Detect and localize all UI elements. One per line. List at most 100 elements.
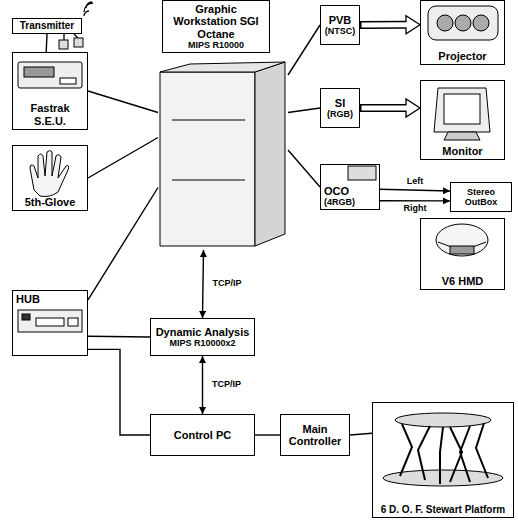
edge-label: Right	[403, 204, 428, 214]
connector	[88, 188, 158, 300]
connector	[202, 356, 203, 414]
connector	[88, 336, 150, 338]
node-title: Control PC	[174, 429, 231, 441]
device-box: Stereo OutBox	[450, 182, 512, 212]
connector-line	[380, 189, 450, 191]
connector-line	[255, 434, 280, 435]
connector	[46, 34, 48, 52]
node-title: HUB	[16, 293, 40, 305]
workstation: Graphic Workstation SGI OctaneMIPS R1000…	[158, 0, 288, 250]
node-subtitle: (NTSC)	[325, 26, 356, 36]
connector-line	[46, 34, 48, 52]
device-box: Monitor	[420, 80, 505, 160]
fastrak-panel	[24, 67, 54, 77]
radio-wave	[86, 2, 92, 8]
hmd-icon	[436, 224, 488, 256]
sensor-cube	[59, 40, 68, 49]
oco-board	[348, 166, 376, 180]
hub-led	[22, 314, 30, 320]
hub-ports	[36, 318, 64, 326]
projector-icon	[428, 6, 498, 40]
node-title: SI	[335, 97, 345, 109]
projector-lens	[473, 15, 489, 31]
connector	[360, 16, 420, 34]
connector-line	[88, 336, 150, 338]
connector-line	[88, 188, 158, 300]
node-title: Graphic Workstation SGI Octane	[166, 3, 266, 40]
platform-leg	[400, 423, 488, 484]
video-board: PVB(NTSC)	[320, 5, 360, 45]
tracker-box: Fastrak S.E.U.	[12, 52, 88, 130]
node-title: Stereo OutBox	[454, 187, 508, 207]
node-title: Fastrak S.E.U.	[16, 102, 84, 127]
device-box: V6 HMD	[420, 218, 505, 290]
glove-icon	[30, 151, 69, 197]
node-subtitle: (4RGB)	[324, 197, 355, 207]
node-title: Main Controller	[284, 423, 346, 448]
video-board: SI(RGB)	[320, 88, 360, 128]
workstation-front	[160, 72, 255, 246]
node-title: V6 HMD	[442, 275, 484, 287]
device-box: Projector	[420, 0, 505, 65]
connector	[288, 150, 320, 187]
workstation-top	[160, 62, 285, 72]
video-board: OCO(4RGB)	[320, 164, 380, 210]
connector	[350, 433, 372, 435]
node-title: Transmitter	[20, 20, 74, 31]
fastrak-port	[60, 78, 76, 84]
hub-device	[18, 310, 82, 332]
connector-line	[202, 356, 203, 414]
node-subtitle: MIPS R10000x2	[169, 338, 235, 348]
process-box: Main Controller	[280, 414, 350, 456]
glove-box: 5th-Glove	[12, 145, 88, 211]
monitor-base	[444, 132, 480, 140]
connector-line	[88, 138, 158, 179]
workstation-side	[255, 62, 285, 246]
arrow-head	[406, 99, 420, 117]
connector-line	[288, 108, 320, 113]
node-subtitle: MIPS R10000	[188, 40, 244, 50]
arrow-head	[406, 16, 420, 34]
connector	[380, 189, 450, 191]
connector	[88, 138, 158, 179]
connector-line	[203, 250, 204, 318]
process-box: Dynamic AnalysisMIPS R10000x2	[150, 318, 255, 356]
monitor-icon	[434, 88, 490, 132]
connector-inner	[362, 22, 408, 27]
node-title: 6 D. O. F. Stewart Platform	[381, 504, 505, 515]
projector-lens	[437, 15, 453, 31]
projector-lens	[455, 15, 471, 31]
connector	[288, 108, 320, 113]
node-title: Projector	[438, 50, 486, 62]
connector-inner	[362, 106, 408, 111]
workstation-seam	[172, 120, 245, 180]
radio-wave	[84, 3, 93, 12]
connector-line	[380, 200, 450, 201]
monitor-screen	[444, 94, 480, 124]
platform-box: 6 D. O. F. Stewart Platform	[372, 402, 514, 518]
sensor-cube	[74, 38, 83, 47]
edge-label: TCP/IP	[211, 279, 242, 289]
platform-top	[395, 413, 491, 427]
radio-wave	[84, 11, 89, 16]
node-title: OCO	[324, 185, 349, 197]
edge-label: TCP/IP	[211, 380, 242, 390]
connector-line	[88, 349, 150, 435]
connector-line	[288, 150, 320, 187]
connector	[360, 99, 420, 117]
fastrak-device	[18, 62, 82, 88]
hub-box: HUB	[12, 290, 88, 356]
connector	[88, 349, 150, 435]
node-title: PVB	[329, 14, 352, 26]
node-title: 5th-Glove	[25, 196, 76, 208]
hmd-visor	[450, 246, 474, 254]
hub-port	[68, 318, 78, 326]
connector	[288, 25, 320, 75]
connector	[380, 200, 450, 201]
connector-line	[350, 433, 372, 435]
node-title: Dynamic Analysis	[156, 326, 250, 338]
node-title: Monitor	[442, 145, 482, 157]
